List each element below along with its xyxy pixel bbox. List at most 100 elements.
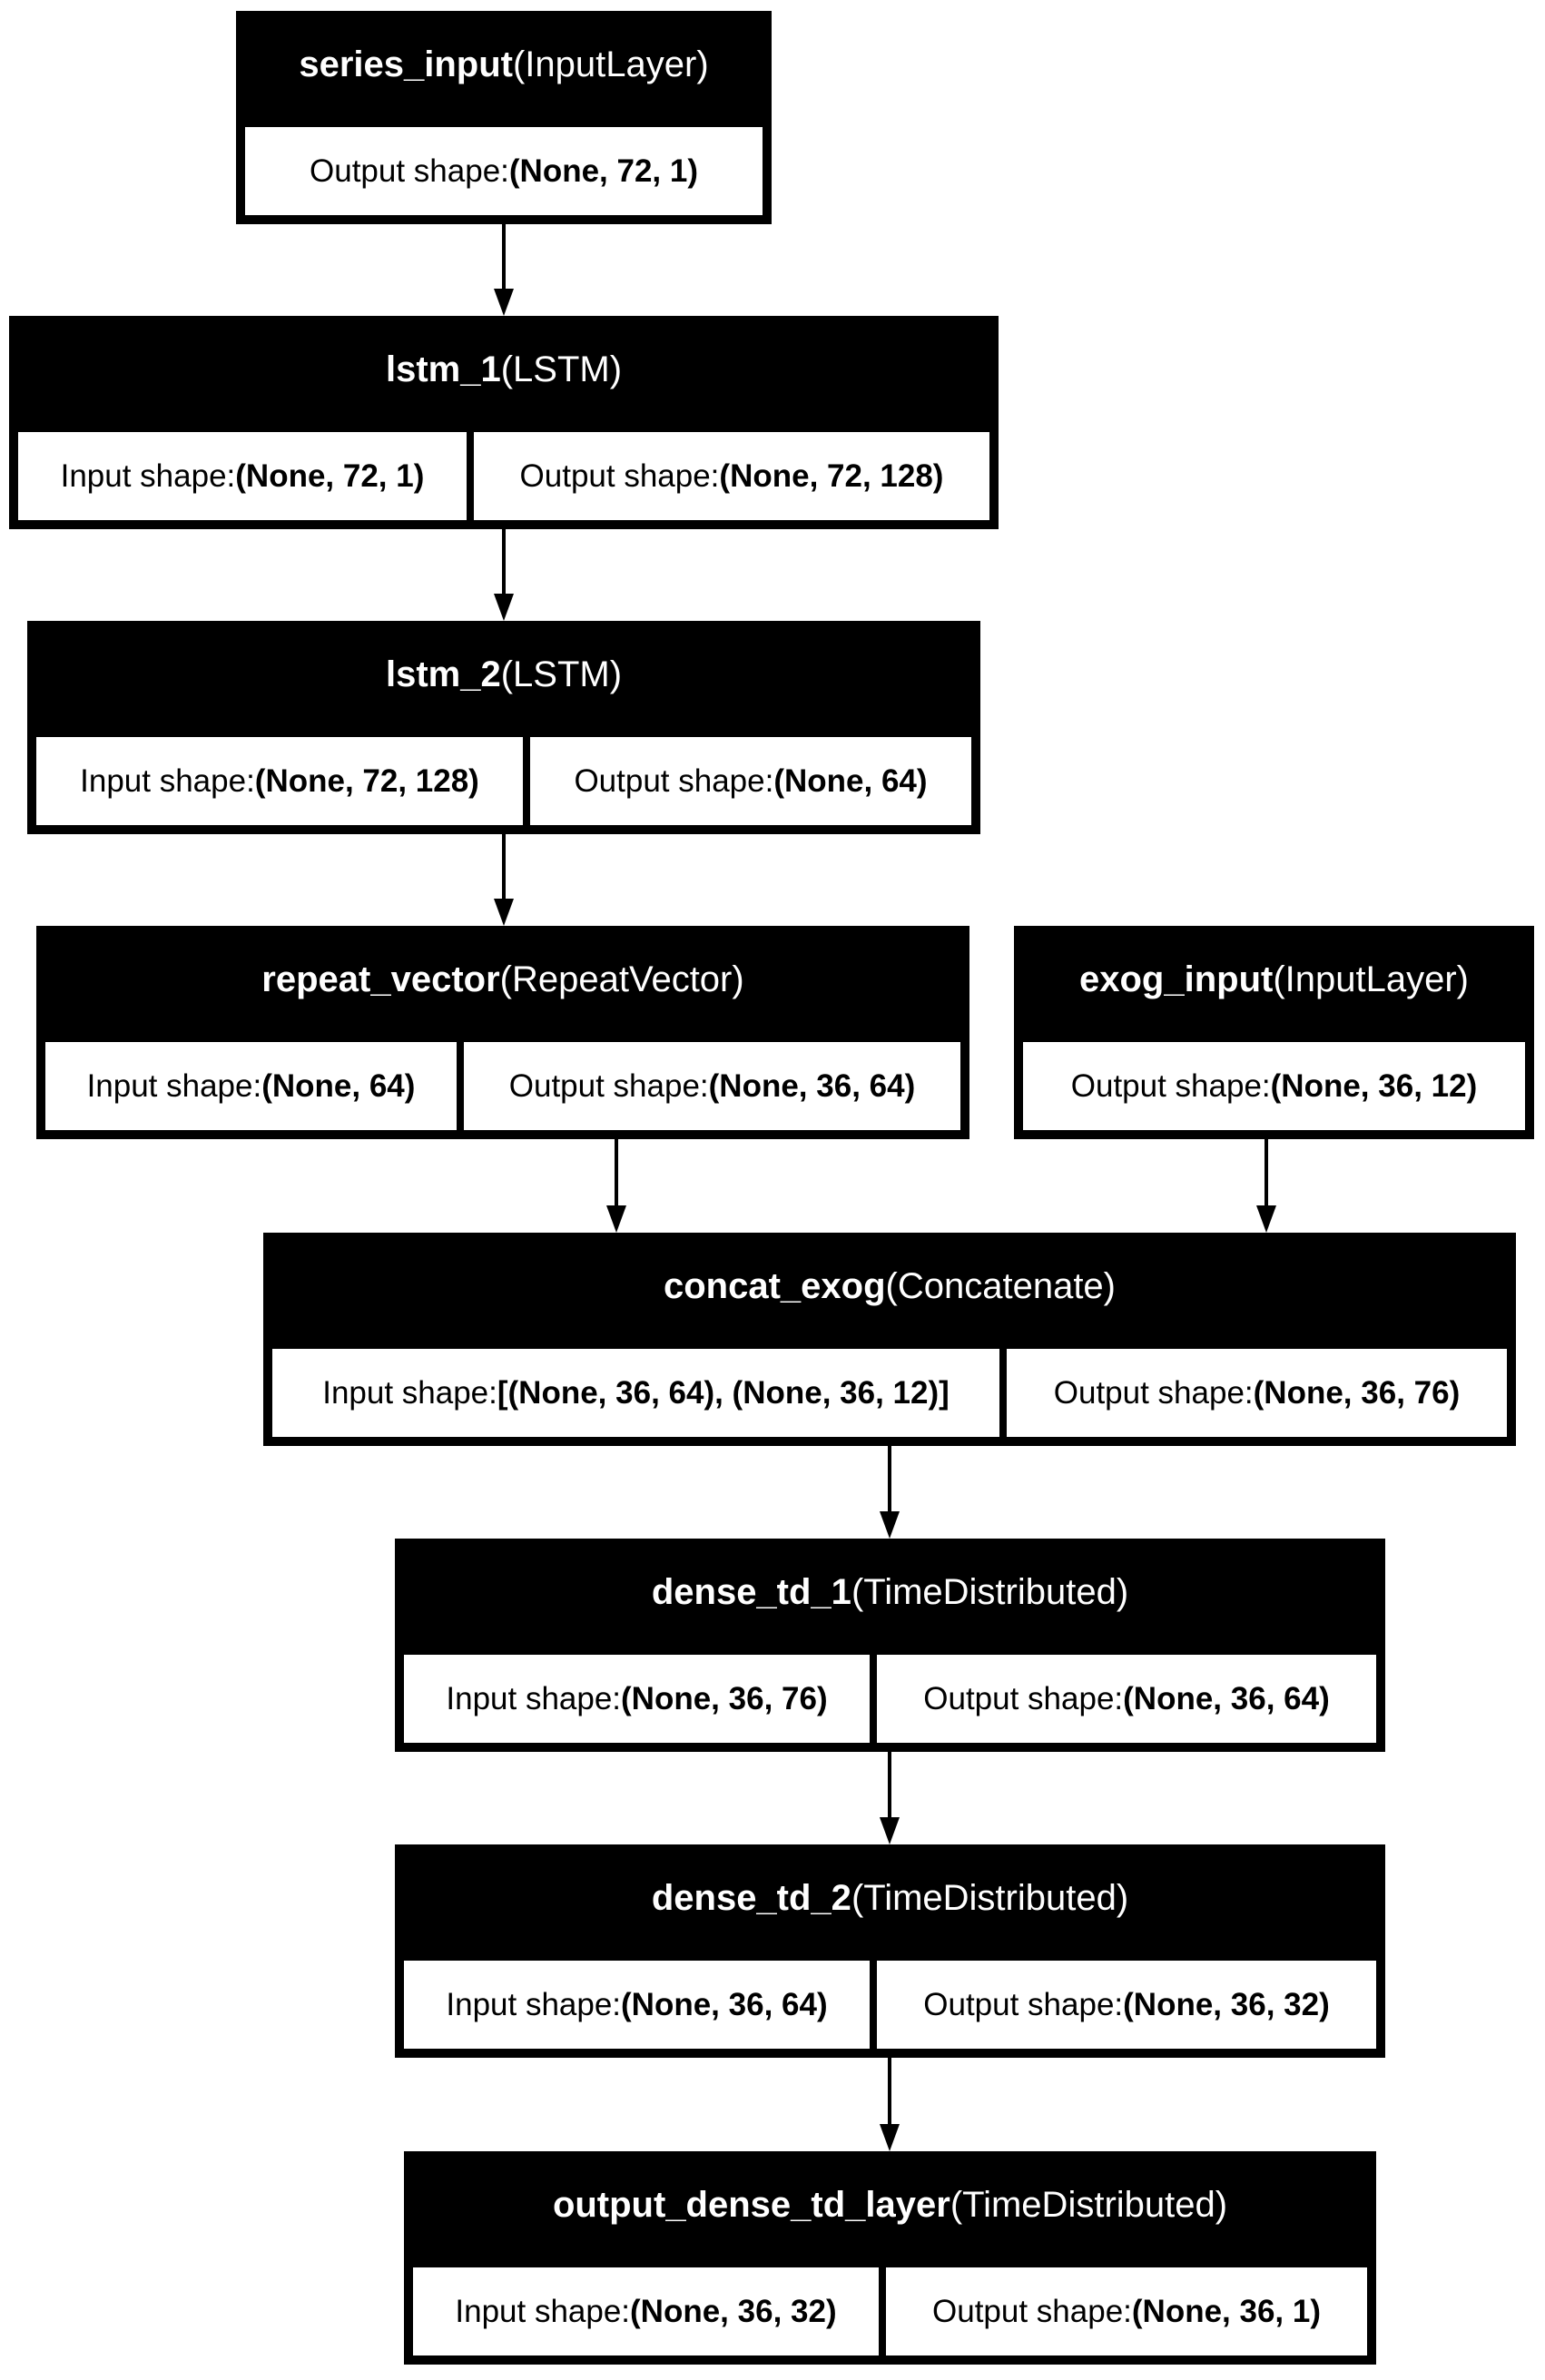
input-shape-cell-value: (None, 36, 76) <box>621 1680 828 1716</box>
arrowhead-icon <box>494 289 514 316</box>
node-lstm-2: lstm_2 (LSTM) Input shape: (None, 72, 128… <box>27 621 980 834</box>
output-shape-cell: Output shape: (None, 36, 64) <box>464 1042 960 1130</box>
edge-series-input-to-lstm-1 <box>494 224 514 316</box>
output-shape-cell-value: (None, 64) <box>773 762 928 799</box>
output-shape-cell-value: (None, 36, 64) <box>708 1067 916 1104</box>
node-header: dense_td_2 (TimeDistributed) <box>395 1844 1385 1952</box>
input-shape-cell-value: (None, 36, 32) <box>630 2293 837 2329</box>
layer-name: repeat_vector <box>261 959 500 999</box>
output-shape-cell-label: Output shape: <box>508 1067 709 1104</box>
layer-name: exog_input <box>1078 959 1274 999</box>
arrowhead-icon <box>880 1511 900 1539</box>
layer-name: series_input <box>299 44 513 84</box>
layer-type: (TimeDistributed) <box>950 2184 1228 2225</box>
edge-concat-exog-to-dense-td-1 <box>880 1446 900 1539</box>
output-shape-cell-label: Output shape: <box>1070 1067 1271 1104</box>
layer-name: output_dense_td_layer <box>552 2184 950 2225</box>
node-header: lstm_1 (LSTM) <box>9 316 999 423</box>
output-shape-cell: Output shape: (None, 36, 12) <box>1023 1042 1525 1130</box>
arrowhead-icon <box>606 1205 626 1233</box>
input-shape-cell: Input shape: (None, 64) <box>45 1042 457 1130</box>
arrowhead-icon <box>1256 1205 1276 1233</box>
node-dense-td-2: dense_td_2 (TimeDistributed) Input shape:… <box>395 1844 1385 2058</box>
output-shape-cell-label: Output shape: <box>932 2293 1132 2329</box>
output-shape-cell-label: Output shape: <box>519 457 720 494</box>
layer-name: lstm_1 <box>385 349 501 389</box>
input-shape-cell: Input shape: (None, 36, 76) <box>404 1655 870 1743</box>
edge-repeat-vector-to-concat-exog <box>606 1139 626 1233</box>
input-shape-cell-label: Input shape: <box>60 457 236 494</box>
layer-name: concat_exog <box>663 1265 886 1306</box>
input-shape-cell-label: Input shape: <box>455 2293 631 2329</box>
input-shape-cell-label: Input shape: <box>322 1374 497 1411</box>
output-shape-cell-label: Output shape: <box>923 1986 1124 2022</box>
output-shape-cell-label: Output shape: <box>923 1680 1124 1716</box>
input-shape-cell: Input shape: (None, 72, 1) <box>18 432 467 520</box>
output-shape-cell: Output shape: (None, 36, 64) <box>877 1655 1376 1743</box>
layer-type: (TimeDistributed) <box>851 1877 1129 1918</box>
node-repeat-vector: repeat_vector (RepeatVector) Input shape:… <box>36 926 969 1139</box>
edge-dense-td-2-to-output-dense-td-layer <box>880 2058 900 2151</box>
layer-type: (InputLayer) <box>1273 959 1469 999</box>
layer-name: dense_td_2 <box>651 1877 851 1918</box>
output-shape-cell-value: (None, 36, 64) <box>1123 1680 1330 1716</box>
input-shape-cell-value: [(None, 36, 64), (None, 36, 12)] <box>497 1374 950 1411</box>
arrowhead-icon <box>880 1817 900 1844</box>
output-shape-cell: Output shape: (None, 36, 32) <box>877 1961 1376 2049</box>
input-shape-cell-label: Input shape: <box>86 1067 262 1104</box>
input-shape-cell-value: (None, 64) <box>261 1067 416 1104</box>
node-header: concat_exog (Concatenate) <box>263 1233 1516 1340</box>
node-series-input: series_input (InputLayer) Output shape: (… <box>236 11 772 224</box>
node-header: series_input (InputLayer) <box>236 11 772 118</box>
input-shape-cell: Input shape: (None, 36, 64) <box>404 1961 870 2049</box>
output-shape-cell: Output shape: (None, 36, 76) <box>1007 1349 1507 1437</box>
layer-type: (InputLayer) <box>512 44 709 84</box>
edge-lstm-2-to-repeat-vector <box>494 834 514 926</box>
output-shape-cell-value: (None, 36, 1) <box>1131 2293 1321 2329</box>
output-shape-cell: Output shape: (None, 36, 1) <box>886 2267 1367 2355</box>
output-shape-cell-label: Output shape: <box>1053 1374 1254 1411</box>
output-shape-cell-value: (None, 36, 76) <box>1253 1374 1461 1411</box>
output-shape-cell: Output shape: (None, 64) <box>530 737 971 825</box>
node-output-dense-td-layer: output_dense_td_layer (TimeDistributed) I… <box>404 2151 1376 2365</box>
input-shape-cell-label: Input shape: <box>446 1680 622 1716</box>
edge-exog-input-to-concat-exog <box>1256 1139 1276 1233</box>
node-header: lstm_2 (LSTM) <box>27 621 980 728</box>
output-shape-cell-value: (None, 36, 32) <box>1123 1986 1330 2022</box>
layer-name: dense_td_1 <box>651 1571 851 1612</box>
arrowhead-icon <box>494 594 514 621</box>
output-shape-cell: Output shape: (None, 72, 1) <box>245 127 763 215</box>
layer-name: lstm_2 <box>385 654 501 694</box>
layer-type: (TimeDistributed) <box>851 1571 1129 1612</box>
input-shape-cell: Input shape: (None, 36, 32) <box>413 2267 879 2355</box>
output-shape-cell-label: Output shape: <box>574 762 774 799</box>
node-header: exog_input (InputLayer) <box>1014 926 1534 1033</box>
node-lstm-1: lstm_1 (LSTM)Input shape: (None, 72, 1)O… <box>9 316 999 529</box>
input-shape-cell-value: (None, 36, 64) <box>621 1986 828 2022</box>
edge-dense-td-1-to-dense-td-2 <box>880 1752 900 1844</box>
input-shape-cell-label: Input shape: <box>80 762 255 799</box>
output-shape-cell-label: Output shape: <box>310 152 509 189</box>
layer-type: (RepeatVector) <box>499 959 744 999</box>
node-dense-td-1: dense_td_1 (TimeDistributed) Input shape:… <box>395 1539 1385 1752</box>
node-concat-exog: concat_exog (Concatenate) Input shape: [(… <box>263 1233 1516 1446</box>
input-shape-cell: Input shape: [(None, 36, 64), (None, 36,… <box>272 1349 999 1437</box>
node-header: repeat_vector (RepeatVector) <box>36 926 969 1033</box>
input-shape-cell: Input shape: (None, 72, 128) <box>36 737 523 825</box>
node-header: output_dense_td_layer (TimeDistributed) <box>404 2151 1376 2258</box>
node-header: dense_td_1 (TimeDistributed) <box>395 1539 1385 1646</box>
input-shape-cell-label: Input shape: <box>446 1986 622 2022</box>
layer-type: (Concatenate) <box>885 1265 1116 1306</box>
layer-type: (LSTM) <box>500 349 623 389</box>
output-shape-cell-value: (None, 72, 128) <box>719 457 944 494</box>
output-shape-cell: Output shape: (None, 72, 128) <box>474 432 989 520</box>
edge-lstm-1-to-lstm-2 <box>494 529 514 621</box>
arrowhead-icon <box>880 2124 900 2151</box>
layer-type: (LSTM) <box>500 654 623 694</box>
input-shape-cell-value: (None, 72, 128) <box>254 762 479 799</box>
node-exog-input: exog_input (InputLayer) Output shape: (No… <box>1014 926 1534 1139</box>
output-shape-cell-value: (None, 36, 12) <box>1270 1067 1478 1104</box>
output-shape-cell-value: (None, 72, 1) <box>508 152 698 189</box>
input-shape-cell-value: (None, 72, 1) <box>235 457 425 494</box>
